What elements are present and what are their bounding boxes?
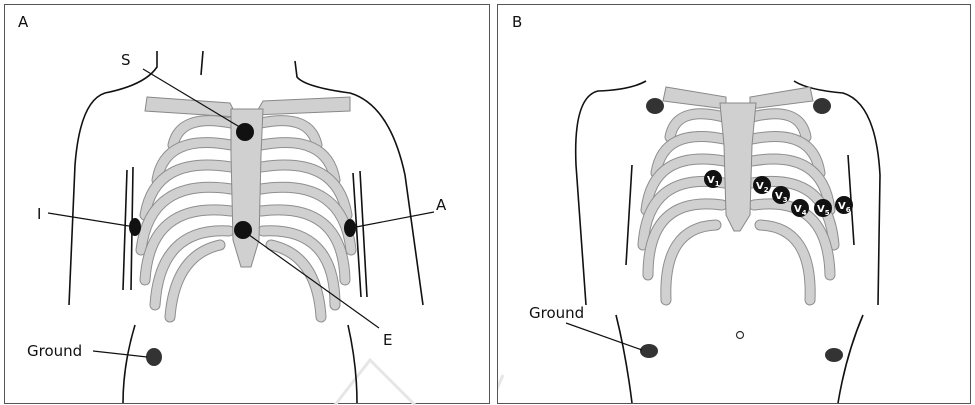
precordial-electrode-v3: V3 (772, 186, 790, 204)
electrode-left-arm (813, 98, 831, 114)
electrode-s (236, 123, 254, 141)
panel-letter: B (512, 13, 522, 31)
navel (737, 332, 744, 339)
leader-ground (566, 323, 642, 350)
label-ground: Ground (27, 342, 82, 360)
electrode-ground (146, 348, 162, 366)
panel-a: A S I A E Ground (4, 4, 490, 404)
electrode-i (129, 218, 141, 236)
label-i: I (37, 205, 41, 223)
precordial-electrode-v2: V2 (753, 176, 771, 194)
watermark-shape (498, 375, 503, 405)
rib-cage (643, 87, 834, 300)
precordial-electrode-v6: V6 (835, 196, 853, 214)
leader-i (48, 213, 129, 226)
electrode-ground-right (640, 344, 658, 358)
label-ground: Ground (529, 304, 584, 322)
panel-b: V1 V2 V3 V4 V5 V6 B Ground (497, 4, 971, 404)
frank-lead-diagram: A S I A E Ground (5, 5, 491, 405)
label-e: E (383, 331, 392, 349)
leader-ground (93, 351, 147, 357)
sternum (720, 103, 756, 231)
precordial-electrode-v5: V5 (814, 199, 832, 217)
electrode-a (344, 219, 356, 237)
panel-letter: A (18, 13, 29, 31)
electrode-ground-left (825, 348, 843, 362)
precordial-electrode-v1: V1 (704, 170, 722, 188)
leader-a (356, 212, 434, 227)
label-a: A (436, 196, 447, 214)
electrode-e (234, 221, 252, 239)
electrode-right-arm (646, 98, 664, 114)
watermark-shape (335, 360, 415, 405)
precordial-electrode-v4: V4 (791, 199, 809, 217)
precordial-lead-diagram: V1 V2 V3 V4 V5 V6 B Ground (498, 5, 972, 405)
label-s: S (121, 51, 131, 69)
